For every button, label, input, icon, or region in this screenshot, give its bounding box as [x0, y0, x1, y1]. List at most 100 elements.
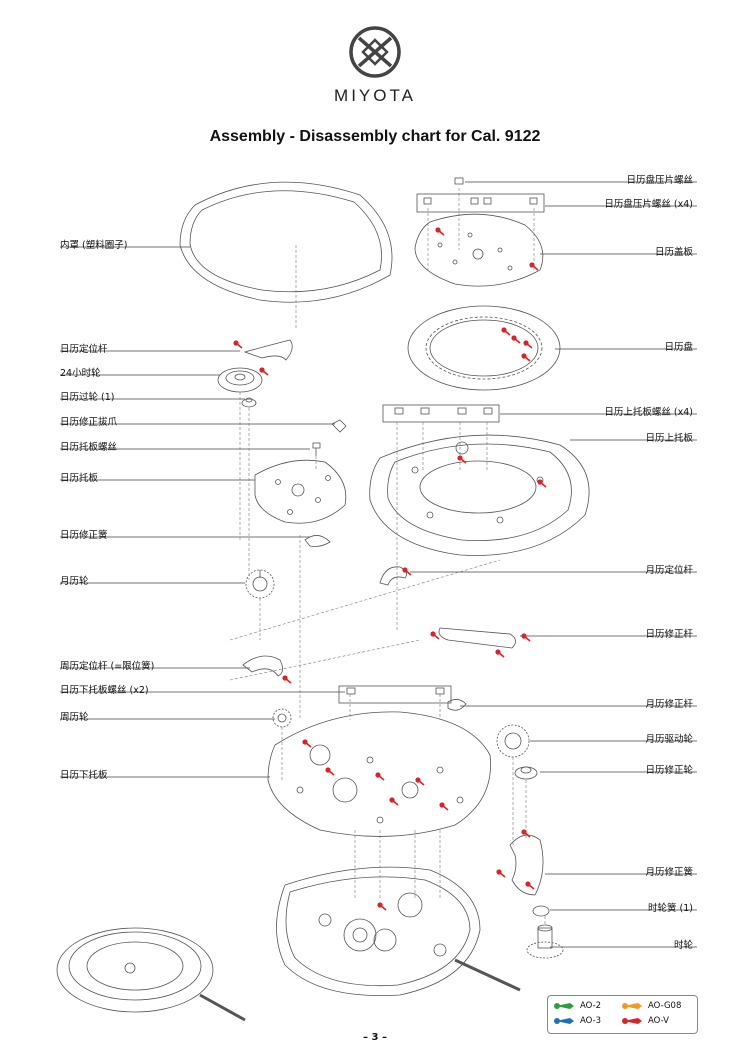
label-inner-casing: 内罩 (塑料圈子) — [60, 240, 128, 251]
calendar-plate-screw — [312, 442, 321, 456]
oil-drop-23 — [521, 829, 527, 835]
legend-aog08: AO-G08 — [648, 1001, 682, 1011]
month-drive-wheel — [496, 724, 530, 758]
oil-aov-icon — [622, 1018, 642, 1024]
label-lower-plate-screws: 日历下托板螺丝 (x2) — [60, 685, 149, 696]
oil-ao3-icon — [554, 1018, 574, 1024]
oil-drop-12 — [495, 649, 501, 655]
date-jumper-lever — [243, 339, 293, 361]
leader-lines — [60, 181, 697, 948]
label-cover-plate: 日历盖板 — [654, 247, 693, 258]
label-24h-wheel: 24小时轮 — [60, 368, 101, 379]
calendar-correction-pawl — [331, 419, 347, 433]
upper-calendar-plate — [369, 434, 590, 556]
calendar-cover-plate — [414, 213, 544, 287]
date-correction-lever — [438, 627, 516, 649]
assembly-guide-lines — [229, 188, 546, 926]
oil-legend: AO-2 AO-G08 AO-3 AO-V — [547, 995, 698, 1034]
lubrication-markers — [233, 227, 547, 911]
oil-drop-2 — [501, 327, 507, 333]
label-dial-screws: 日历盘压片螺丝 (x4) — [604, 199, 693, 210]
oil-drop-6 — [233, 340, 239, 346]
calendar-correction-spring — [304, 535, 331, 547]
24-hour-wheel — [217, 367, 263, 393]
oil-drop-17 — [375, 772, 381, 778]
label-date-dial: 日历盘 — [664, 342, 693, 353]
label-upper-plate: 日历上托板 — [645, 433, 693, 444]
brand-name: MIYOTA — [334, 86, 416, 105]
month-jumper-lever — [379, 566, 408, 586]
label-hour-wheel: 时轮 — [673, 940, 693, 951]
date-correction-wheel — [514, 766, 538, 780]
label-month-drive-wheel: 月历驱动轮 — [645, 734, 693, 745]
oil-drop-19 — [415, 777, 421, 783]
oil-drop-7 — [259, 367, 265, 373]
miyota-logo-icon — [349, 26, 401, 78]
lower-plate-screws — [346, 687, 445, 695]
label-date-jumper: 日历定位杆 — [60, 344, 108, 355]
label-month-wheel: 月历轮 — [60, 576, 89, 587]
date-dial — [407, 305, 561, 391]
oil-drop-10 — [402, 567, 408, 573]
oil-drop-21 — [496, 869, 502, 875]
label-plate-screw: 日历托板螺丝 — [60, 442, 118, 453]
upper-plate-screws — [394, 407, 493, 415]
label-support-plate: 日历托板 — [60, 473, 99, 484]
label-month-jumper: 月历定位杆 — [645, 565, 693, 576]
label-date-correction-wheel: 日历修正轮 — [645, 765, 693, 776]
label-month-correction-spring: 月历修正簧 — [645, 867, 693, 878]
page-number: – 3 – — [363, 1032, 387, 1043]
legend-aov: AO-V — [648, 1016, 669, 1026]
month-correction-spring — [509, 834, 544, 896]
oil-drop-1 — [529, 262, 535, 268]
page-title: Assembly - Disassembly chart for Cal. 91… — [209, 128, 541, 145]
oil-ao2-icon — [554, 1003, 574, 1009]
label-intermediate-wheel: 日历过轮 (1) — [60, 392, 115, 403]
label-date-correction-lever: 日历修正杆 — [645, 629, 693, 640]
oil-aog08-icon — [622, 1003, 642, 1009]
label-correction-spring: 日历修正簧 — [60, 530, 108, 541]
month-wheel — [245, 569, 275, 599]
label-upper-plate-screws: 日历上托板螺丝 (x4) — [604, 407, 693, 418]
legend-ao3: AO-3 — [580, 1016, 602, 1026]
label-correction-pawl: 日历修正拔爪 — [60, 417, 118, 428]
label-hour-wheel-spring: 时轮簧 (1) — [648, 903, 693, 914]
oil-drop-0 — [435, 227, 441, 233]
label-month-correction-lever: 月历修正杆 — [645, 699, 693, 710]
oil-drop-4 — [521, 353, 527, 359]
oil-drop-3 — [511, 335, 517, 341]
oil-drop-18 — [389, 797, 395, 803]
oil-drop-13 — [521, 633, 527, 639]
oil-drop-16 — [325, 767, 331, 773]
oil-drop-20 — [439, 802, 445, 808]
day-wheel — [272, 708, 292, 728]
hour-wheel-spring — [532, 905, 550, 917]
oil-drop-15 — [302, 739, 308, 745]
label-lower-plate: 日历下托板 — [60, 770, 108, 781]
inner-casing-ring — [179, 181, 393, 303]
oil-drop-22 — [525, 881, 531, 887]
oil-drop-24 — [377, 902, 383, 908]
cover-screws — [423, 177, 538, 205]
oil-drop-9 — [537, 479, 543, 485]
month-correction-lever — [447, 699, 467, 711]
oil-drop-14 — [282, 675, 288, 681]
day-jumper-lever — [242, 655, 283, 677]
label-day-jumper: 周历定位杆 (=限位簧) — [60, 661, 155, 672]
oil-drop-5 — [523, 340, 529, 346]
screw-group-box — [416, 193, 545, 213]
label-day-wheel: 周历轮 — [60, 712, 89, 723]
upper-plate-screw-box — [382, 404, 500, 423]
lower-calendar-plate — [267, 711, 491, 837]
oil-drop-11 — [430, 631, 436, 637]
calendar-intermediate-wheel — [241, 397, 257, 408]
assembled-movement — [56, 927, 246, 1022]
hour-wheel — [526, 924, 564, 959]
calendar-support-plate — [254, 459, 347, 524]
base-movement — [276, 866, 521, 996]
oil-drop-8 — [457, 455, 463, 461]
legend-ao2: AO-2 — [580, 1001, 602, 1011]
label-dial-screw: 日历盘压片螺丝 — [626, 175, 693, 186]
lower-plate-screw-box — [338, 685, 452, 704]
